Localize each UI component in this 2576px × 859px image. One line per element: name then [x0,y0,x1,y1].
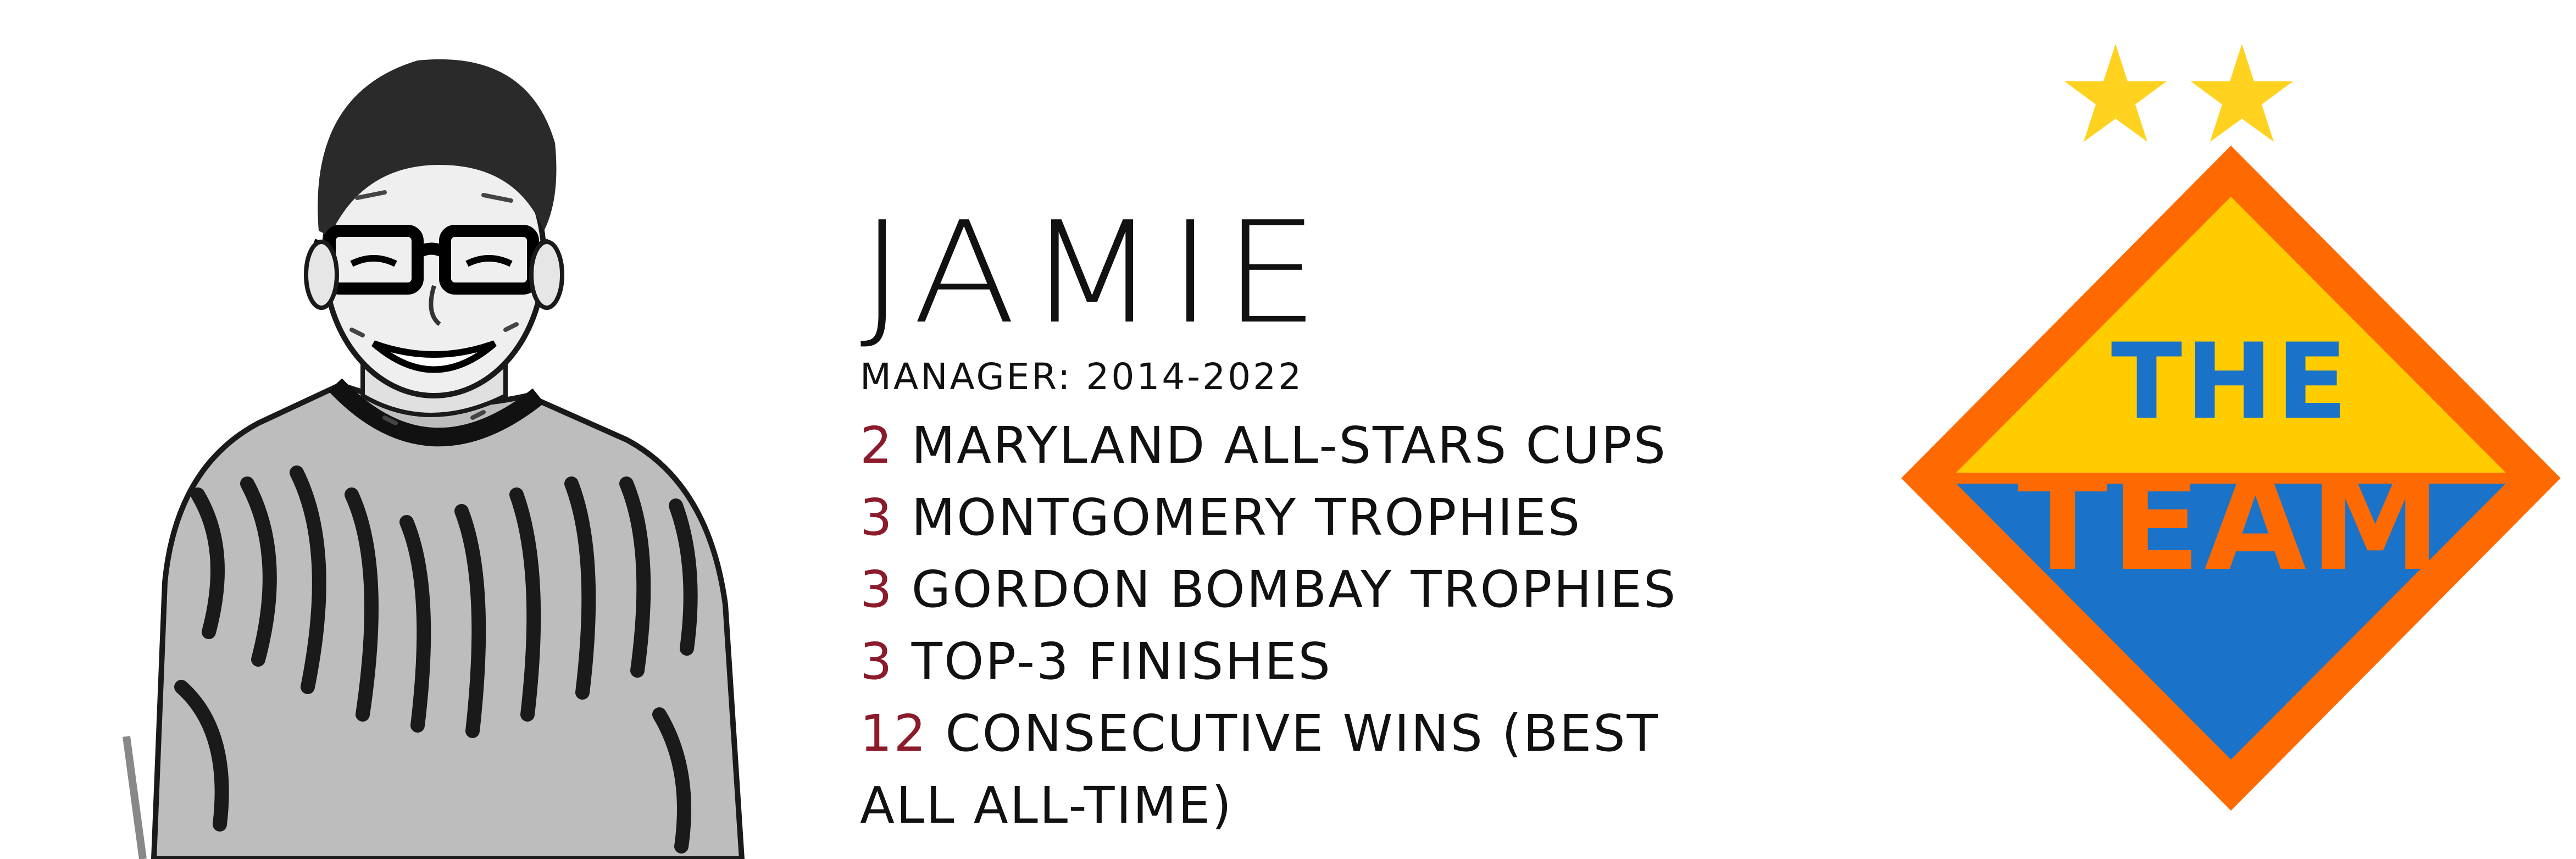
achievement-label-continued: ALL ALL-TIME) [860,776,1234,835]
team-badge: THE TEAM [1890,33,2572,824]
achievement-label: MARYLAND ALL-STARS CUPS [911,416,1667,475]
manager-role: MANAGER: 2014-2022 [860,356,1304,398]
manager-name: JAMIE [860,192,1330,355]
badge-lower [1951,478,2511,760]
achievement-count: 3 [860,560,894,619]
achievements-list: 2 MARYLAND ALL-STARS CUPS 3 MONTGOMERY T… [860,409,1904,841]
badge-divider [1934,473,2528,484]
manager-portrait [0,0,857,859]
badge-line2: TEAM [2018,446,2444,600]
achievement-count: 3 [860,632,894,691]
achievement-item: 2 MARYLAND ALL-STARS CUPS [860,409,1904,481]
star-icon [2064,44,2167,142]
achievement-item: 3 MONTGOMERY TROPHIES [860,481,1904,553]
badge-line1: THE [2111,321,2351,442]
achievement-count: 2 [860,416,894,475]
achievement-label: TOP-3 FINISHES [911,632,1332,691]
achievement-label: CONSECUTIVE WINS (BEST [945,704,1659,763]
achievement-item: 12 CONSECUTIVE WINS (BEST ALL ALL-TIME) [860,697,1904,841]
achievement-count: 12 [860,704,928,763]
badge-upper [1951,197,2511,478]
achievement-label: MONTGOMERY TROPHIES [911,488,1582,547]
achievement-item: 3 GORDON BOMBAY TROPHIES [860,553,1904,625]
achievement-item: 3 TOP-3 FINISHES [860,625,1904,697]
achievement-label: GORDON BOMBAY TROPHIES [911,560,1678,619]
manager-info: JAMIE MANAGER: 2014-2022 2 MARYLAND ALL-… [860,203,1904,841]
achievement-count: 3 [860,488,894,547]
star-icon [2191,44,2293,142]
badge-stars [2064,44,2293,142]
